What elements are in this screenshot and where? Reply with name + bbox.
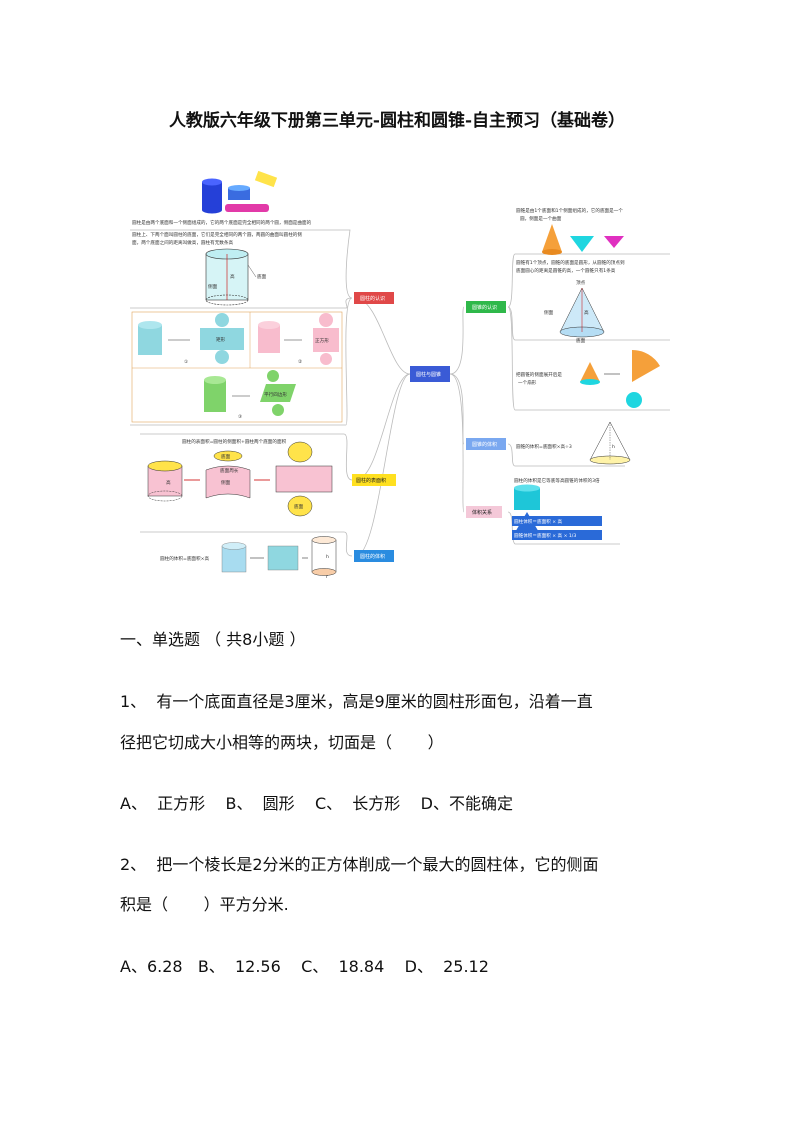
area-top-label: 底面 [221, 453, 231, 460]
cone-desc-line4: 底面圆心的距离是圆锥的高，一个圆锥只有1条高 [516, 267, 616, 274]
cylinder-diagram: 侧面 高 底面 [205, 248, 267, 306]
vol-formula: 圆柱的体积=底面积×高 [160, 555, 209, 562]
cone-desc-line1: 圆锥是由1个底面和1个侧面组成的，它的底面是一个 [516, 207, 623, 214]
cone-unfold-line2: 一个扇形 [518, 379, 537, 386]
cyl-label-base: 底面 [257, 273, 267, 280]
rel-formula-2: 圆锥体积＝底面积 × 高 × 1/3 [514, 532, 576, 539]
branch-cyl-area [352, 474, 396, 486]
area-bottom-label: 底面 [294, 503, 304, 510]
cone-unfold-line1: 把圆锥的侧面展开后是 [516, 371, 562, 378]
cylinder-icons [202, 170, 278, 214]
cyl-desc-line1: 圆柱是由两个底面和一个侧面组成的，它的两个底面是完全相同的两个圆，侧面是曲面的 [132, 219, 312, 226]
center-node-label: 圆柱与圆锥 [416, 371, 441, 378]
cone-label-side: 侧面 [544, 309, 554, 316]
cyl-label-side: 侧面 [208, 283, 218, 290]
area-side-label: 侧面 [221, 479, 231, 486]
branch-cyl-vol-label: 圆柱的体积 [360, 553, 385, 560]
cyl-desc-line3: 面，两个底面之间的距离叫做高，圆柱有无数条高 [132, 239, 233, 246]
cyl-label-h: 高 [230, 273, 235, 280]
section-heading: 一、单选题 （ 共8小题 ） [120, 630, 306, 649]
unfold-para: 平行四边形 ③ [204, 370, 296, 420]
area-circ-label: 底面周长 [220, 467, 239, 474]
unfold-rect: 矩形 ① [138, 313, 244, 365]
branch-cone-know-label: 圆锥的认识 [472, 304, 497, 311]
area-diagram: 高 底面 底面周长 侧面 底面 [147, 441, 333, 517]
area-formula: 圆柱的表面积=圆柱的侧面积+圆柱两个底面的面积 [182, 438, 287, 445]
cone-diagram: 顶点 侧面 高 底面 [544, 280, 605, 344]
vol-diagram: h r [221, 536, 337, 580]
q1-line1: 1、 有一个底面直径是3厘米，高是9厘米的圆柱形面包，沿着一直 [120, 692, 593, 711]
q2-options: A、6.28 B、 12.56 C、 18.84 D、 25.12 [120, 957, 489, 976]
rel-formula-1: 圆柱体积＝底面积 × 高 [514, 518, 563, 525]
page-title: 人教版六年级下册第三单元-圆柱和圆锥-自主预习（基础卷） [168, 111, 626, 131]
vol-h-label: h [326, 554, 329, 560]
unfold-para-label: 平行四边形 [264, 391, 287, 398]
cone-label-top: 顶点 [576, 280, 586, 286]
q1-line2: 径把它切成大小相等的两块，切面是（ ） [120, 733, 444, 752]
q2-line2: 积是（ ）平方分米. [120, 895, 289, 914]
branch-cone-vol-label: 圆锥的体积 [472, 441, 497, 448]
unfold-rect-label: 矩形 [216, 336, 226, 343]
branch-cyl-know-label: 圆柱的认识 [360, 295, 385, 302]
unfold-n3: ③ [238, 414, 242, 420]
branch-cyl-know [354, 292, 394, 304]
unfold-n1: ① [184, 359, 188, 365]
mindmap: 圆柱是由两个底面和一个侧面组成的，它的两个底面是完全相同的两个圆，侧面是曲面的 … [130, 170, 670, 580]
cone-vol-formula: 圆锥的体积=底面积×高÷3 [516, 443, 572, 450]
unfold-n2: ② [298, 359, 302, 365]
unfold-square-label: 正方形 [315, 337, 329, 344]
area-h-label: 高 [166, 479, 171, 486]
mindmap-connectors [130, 229, 670, 557]
cone-vol-h-label: h [612, 444, 615, 450]
branch-cyl-vol [354, 550, 394, 562]
cone-desc-line2: 圆，侧面是一个曲面 [520, 215, 562, 222]
cone-icons [542, 224, 624, 255]
branch-cyl-area-label: 圆柱的表面积 [356, 477, 386, 484]
cone-label-base: 底面 [576, 337, 586, 344]
vol-r-label: r [326, 574, 328, 580]
q2-line1: 2、 把一个棱长是2分米的正方体削成一个最大的圆柱体，它的侧面 [120, 855, 599, 874]
q1-options: A、 正方形 B、 圆形 C、 长方形 D、不能确定 [120, 794, 513, 813]
cone-label-h: 高 [584, 309, 589, 316]
branch-rel-label: 体积关系 [472, 509, 492, 516]
cone-desc-line3: 圆锥有1个顶点，圆锥的底面是圆形，从圆锥的顶点到 [516, 259, 625, 266]
branch-rel [466, 506, 502, 518]
unfold-square: 正方形 ② [258, 313, 339, 365]
cyl-desc-line2: 圆柱上、下两个面叫圆柱的底面，它们是完全相同的两个圆，两圆的曲面叫圆柱的侧 [132, 231, 302, 238]
unfold-box [131, 311, 343, 423]
branch-cone-know [466, 301, 506, 313]
cone-vol-diagram: h [589, 421, 631, 465]
branch-cone-vol [466, 438, 506, 450]
rel-desc: 圆柱的体积是它等底等高圆锥的体积的3倍 [514, 477, 600, 484]
cone-unfold-diagram [580, 349, 660, 408]
center-node [410, 366, 450, 382]
rel-diagram: 圆柱体积＝底面积 × 高 圆锥体积＝底面积 × 高 × 1/3 [512, 484, 602, 540]
